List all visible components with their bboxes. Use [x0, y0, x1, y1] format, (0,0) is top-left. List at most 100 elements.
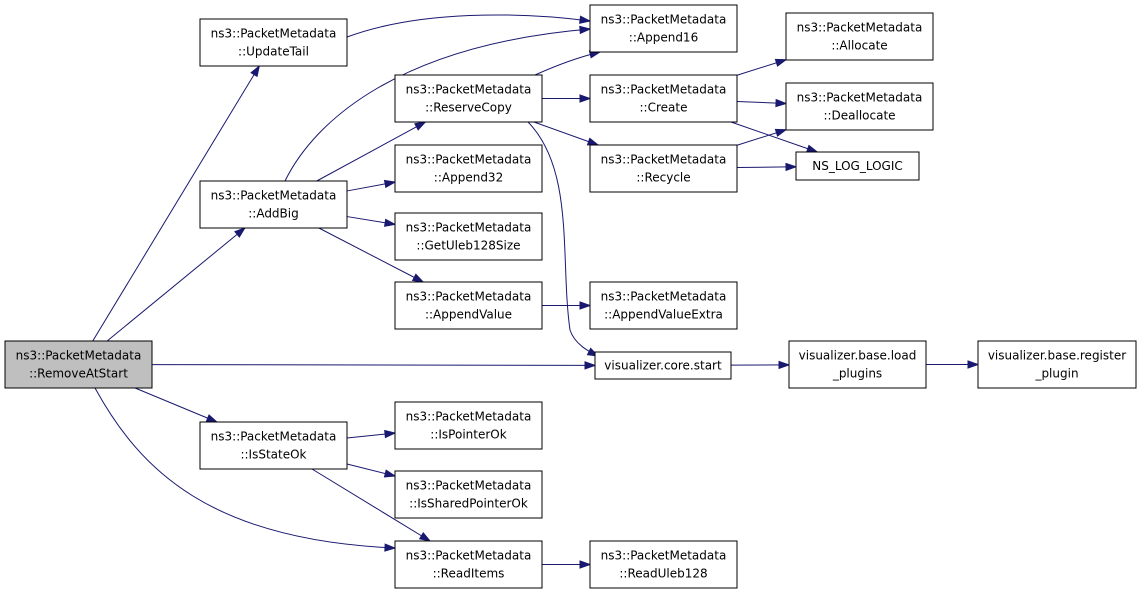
- edge-remove-at-start-to-read-items: [94, 387, 396, 549]
- node-is-pointer-ok[interactable]: ns3::PacketMetadata::IsPointerOk: [394, 401, 543, 450]
- node-register-plugin[interactable]: visualizer.base.register_plugin: [977, 340, 1137, 389]
- node-update-tail[interactable]: ns3::PacketMetadata::UpdateTail: [199, 18, 348, 67]
- node-add-big-label-2: ::AddBig: [248, 207, 299, 221]
- edge-visualizer-core-start-to-load-plugins-arrowhead: [778, 360, 791, 370]
- edge-add-big-to-append32-arrowhead: [383, 179, 397, 189]
- node-append-value-extra[interactable]: ns3::PacketMetadata::AppendValueExtra: [589, 281, 738, 330]
- node-create-box[interactable]: [589, 74, 738, 123]
- call-edges: [92, 14, 980, 569]
- node-visualizer-core-start-box[interactable]: [594, 351, 732, 380]
- node-recycle-label-1: ns3::PacketMetadata: [601, 153, 727, 167]
- node-append16[interactable]: ns3::PacketMetadata::Append16: [589, 4, 738, 53]
- node-add-big-box[interactable]: [199, 180, 348, 229]
- node-deallocate-label-1: ns3::PacketMetadata: [797, 91, 923, 105]
- node-load-plugins-label-1: visualizer.base.load: [799, 349, 917, 363]
- node-is-shared-pointer-ok[interactable]: ns3::PacketMetadata::IsSharedPointerOk: [394, 470, 543, 519]
- node-is-shared-pointer-ok-box[interactable]: [394, 470, 543, 519]
- node-append-value-box[interactable]: [394, 281, 543, 330]
- node-remove-at-start[interactable]: ns3::PacketMetadata::RemoveAtStart: [4, 340, 153, 389]
- node-reserve-copy-label-2: ::ReserveCopy: [425, 101, 512, 115]
- node-append16-box[interactable]: [589, 4, 738, 53]
- node-is-shared-pointer-ok-label-2: ::IsSharedPointerOk: [409, 497, 528, 511]
- node-read-items-label-2: ::ReadItems: [433, 567, 505, 581]
- edge-reserve-copy-to-recycle-arrowhead: [586, 137, 600, 146]
- edge-add-big-to-reserve-copy: [316, 121, 426, 182]
- node-reserve-copy[interactable]: ns3::PacketMetadata::ReserveCopy: [394, 74, 543, 123]
- node-recycle-label-2: ::Recycle: [636, 171, 690, 185]
- edge-create-to-ns-log-logic: [730, 121, 818, 153]
- node-add-big-label-1: ns3::PacketMetadata: [211, 189, 337, 203]
- node-create[interactable]: ns3::PacketMetadata::Create: [589, 74, 738, 123]
- node-recycle[interactable]: ns3::PacketMetadata::Recycle: [589, 144, 738, 193]
- node-update-tail-box[interactable]: [199, 18, 348, 67]
- node-append32-label-2: ::Append32: [434, 171, 503, 185]
- node-append32-box[interactable]: [394, 144, 543, 193]
- edge-recycle-to-ns-log-logic-arrowhead: [785, 162, 798, 172]
- edge-add-big-to-get-uleb128-size-arrowhead: [383, 218, 397, 227]
- node-update-tail-label-1: ns3::PacketMetadata: [211, 27, 337, 41]
- node-deallocate[interactable]: ns3::PacketMetadata::Deallocate: [785, 82, 934, 131]
- node-is-shared-pointer-ok-label-1: ns3::PacketMetadata: [406, 479, 532, 493]
- node-read-items[interactable]: ns3::PacketMetadata::ReadItems: [394, 540, 543, 589]
- node-is-state-ok-label-1: ns3::PacketMetadata: [211, 430, 337, 444]
- node-append32-label-1: ns3::PacketMetadata: [406, 153, 532, 167]
- node-read-items-label-1: ns3::PacketMetadata: [406, 549, 532, 563]
- edge-is-state-ok-to-read-items: [311, 468, 431, 542]
- node-allocate-box[interactable]: [785, 12, 934, 61]
- node-visualizer-core-start-label-1: visualizer.core.start: [604, 359, 722, 373]
- node-read-uleb128[interactable]: ns3::PacketMetadata::ReadUleb128: [589, 540, 738, 589]
- edge-remove-at-start-to-read-items-arrowhead: [384, 543, 397, 552]
- node-append-value-label-1: ns3::PacketMetadata: [406, 290, 532, 304]
- node-append-value[interactable]: ns3::PacketMetadata::AppendValue: [394, 281, 543, 330]
- edge-is-state-ok-to-is-shared-pointer-ok-arrowhead: [383, 469, 397, 478]
- node-is-state-ok[interactable]: ns3::PacketMetadata::IsStateOk: [199, 421, 348, 470]
- node-get-uleb128-size-box[interactable]: [394, 212, 543, 261]
- edge-add-big-to-append-value: [318, 227, 424, 283]
- edge-reserve-copy-to-recycle: [533, 121, 599, 146]
- node-is-pointer-ok-box[interactable]: [394, 401, 543, 450]
- edge-remove-at-start-to-add-big: [106, 227, 246, 342]
- edge-update-tail-to-append16-arrowhead: [579, 15, 592, 24]
- edge-load-plugins-to-register-plugin-arrowhead: [967, 360, 980, 369]
- node-update-tail-label-2: ::UpdateTail: [238, 45, 309, 59]
- edge-reserve-copy-to-create-arrowhead: [579, 94, 592, 103]
- node-load-plugins-box[interactable]: [788, 340, 927, 389]
- edge-is-state-ok-to-is-pointer-ok-arrowhead: [384, 429, 397, 439]
- node-append32[interactable]: ns3::PacketMetadata::Append32: [394, 144, 543, 193]
- edge-recycle-to-deallocate-arrowhead: [774, 128, 788, 137]
- edge-create-to-deallocate-arrowhead: [775, 98, 788, 108]
- node-reserve-copy-label-1: ns3::PacketMetadata: [406, 83, 532, 97]
- node-allocate-label-2: ::Allocate: [831, 39, 887, 53]
- edge-remove-at-start-to-is-state-ok: [134, 387, 218, 423]
- node-reserve-copy-box[interactable]: [394, 74, 543, 123]
- edge-append-value-to-append-value-extra-arrowhead: [579, 301, 592, 310]
- node-read-uleb128-box[interactable]: [589, 540, 738, 589]
- node-ns-log-logic[interactable]: NS_LOG_LOGIC: [795, 151, 920, 181]
- node-register-plugin-label-2: _plugin: [1034, 367, 1078, 381]
- node-recycle-box[interactable]: [589, 144, 738, 193]
- node-is-pointer-ok-label-1: ns3::PacketMetadata: [406, 410, 532, 424]
- node-is-state-ok-box[interactable]: [199, 421, 348, 470]
- node-allocate-label-1: ns3::PacketMetadata: [797, 21, 923, 35]
- node-append-value-extra-box[interactable]: [589, 281, 738, 330]
- node-is-pointer-ok-label-2: ::IsPointerOk: [430, 428, 506, 442]
- node-append16-label-1: ns3::PacketMetadata: [601, 13, 727, 27]
- node-get-uleb128-size[interactable]: ns3::PacketMetadata::GetUleb128Size: [394, 212, 543, 261]
- node-allocate[interactable]: ns3::PacketMetadata::Allocate: [785, 12, 934, 61]
- node-load-plugins-label-2: _plugins: [832, 367, 882, 381]
- node-deallocate-box[interactable]: [785, 82, 934, 131]
- node-remove-at-start-box[interactable]: [4, 340, 153, 389]
- edge-remove-at-start-to-add-big-arrowhead: [234, 227, 247, 238]
- node-remove-at-start-label-1: ns3::PacketMetadata: [16, 349, 142, 363]
- edge-is-state-ok-to-read-items-arrowhead: [418, 531, 432, 542]
- node-read-items-box[interactable]: [394, 540, 543, 589]
- edge-remove-at-start-to-visualizer-core-start: [151, 364, 596, 366]
- node-add-big[interactable]: ns3::PacketMetadata::AddBig: [199, 180, 348, 229]
- function-nodes: ns3::PacketMetadata::RemoveAtStartns3::P…: [4, 4, 1137, 589]
- node-ns-log-logic-box[interactable]: [795, 151, 920, 181]
- node-register-plugin-box[interactable]: [977, 340, 1137, 389]
- node-append16-label-2: ::Append16: [629, 31, 698, 45]
- node-visualizer-core-start[interactable]: visualizer.core.start: [594, 351, 732, 380]
- node-load-plugins[interactable]: visualizer.base.load _plugins: [788, 340, 927, 389]
- edge-create-to-allocate-arrowhead: [774, 58, 788, 67]
